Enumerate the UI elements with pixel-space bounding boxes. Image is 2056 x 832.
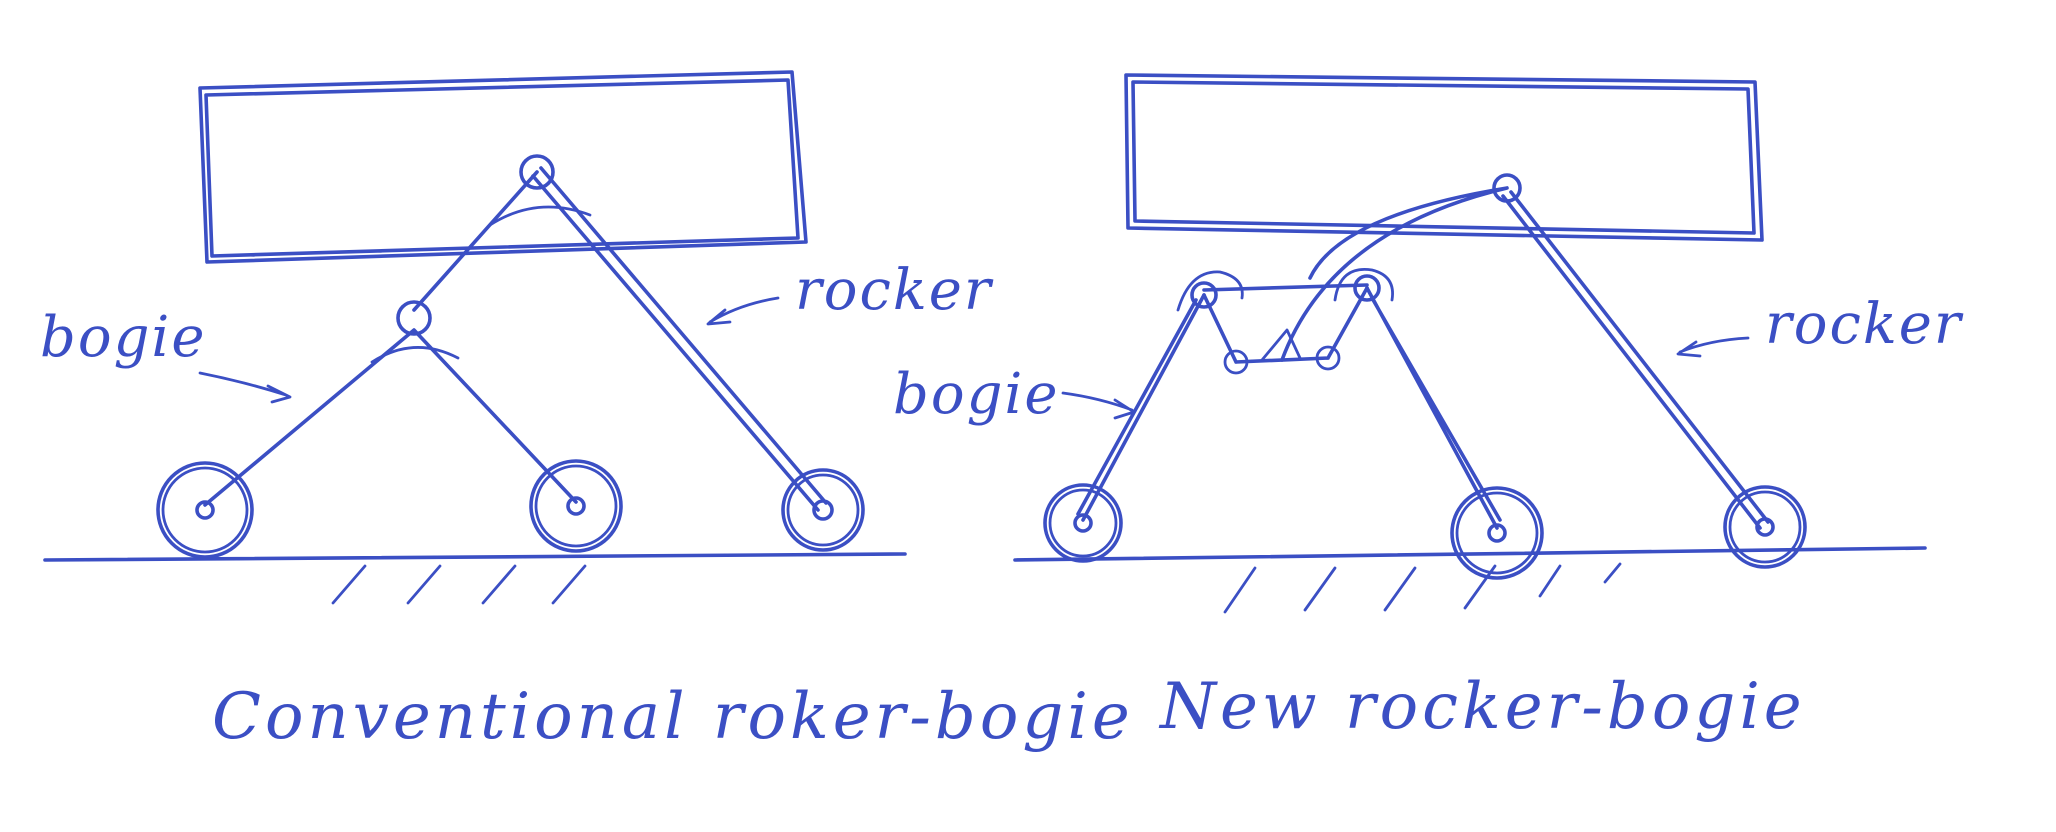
left-rover-body xyxy=(198,70,808,264)
right-ground-hatching xyxy=(1223,562,1622,614)
right-linkage-joint-left xyxy=(1223,349,1249,375)
left-wheel-2 xyxy=(529,459,623,553)
right-bogie-pivot-left-boss xyxy=(1176,270,1244,312)
left-ground-line xyxy=(43,552,907,562)
left-pivot-gusset xyxy=(488,205,592,227)
conventional-rocker-bogie-diagram xyxy=(43,70,907,605)
right-bogie-pivot-right-boss xyxy=(1333,267,1394,302)
left-rocker-arrow xyxy=(706,296,780,326)
right-rocker-arm-right xyxy=(1501,190,1770,530)
left-rocker-pivot xyxy=(519,154,555,190)
right-wheel-2 xyxy=(1450,486,1544,580)
right-linkage-center-mount xyxy=(1260,328,1302,362)
right-wheel-3 xyxy=(1723,485,1807,569)
right-bogie-link-right xyxy=(1365,286,1502,530)
right-caption: New rocker-bogie xyxy=(1160,670,1806,744)
left-bogie-label: bogie xyxy=(40,305,207,370)
left-bogie-link xyxy=(203,328,578,507)
left-wheel-1 xyxy=(156,461,254,559)
left-bogie-gusset xyxy=(370,346,460,364)
left-rocker-label: rocker xyxy=(795,258,993,323)
right-bogie-pivot-left xyxy=(1190,281,1218,309)
right-rover-body xyxy=(1124,73,1764,242)
left-caption: Conventional roker-bogie xyxy=(212,680,1134,754)
right-bogie-top-link xyxy=(1202,283,1369,292)
left-bogie-arrow xyxy=(198,371,292,404)
right-rocker-arrow xyxy=(1676,336,1750,358)
new-rocker-bogie-diagram xyxy=(1013,73,1927,614)
right-bogie-link-left xyxy=(1076,293,1206,522)
right-bogie-pivot-right xyxy=(1353,274,1381,302)
right-rocker-arm-left xyxy=(1280,186,1509,362)
left-ground-hatching xyxy=(331,564,587,605)
right-rocker-label: rocker xyxy=(1765,292,1963,357)
left-wheel-3 xyxy=(781,468,865,552)
right-ground-line xyxy=(1013,546,1927,562)
left-bogie-pivot xyxy=(396,300,432,336)
left-rocker-arm-right xyxy=(531,166,828,512)
left-rocker-arm-left xyxy=(412,170,539,312)
right-wheel-1 xyxy=(1043,483,1123,563)
right-bogie-arrow xyxy=(1061,391,1136,420)
right-bogie-label: bogie xyxy=(893,362,1060,427)
right-linkage-joint-right xyxy=(1315,345,1341,371)
